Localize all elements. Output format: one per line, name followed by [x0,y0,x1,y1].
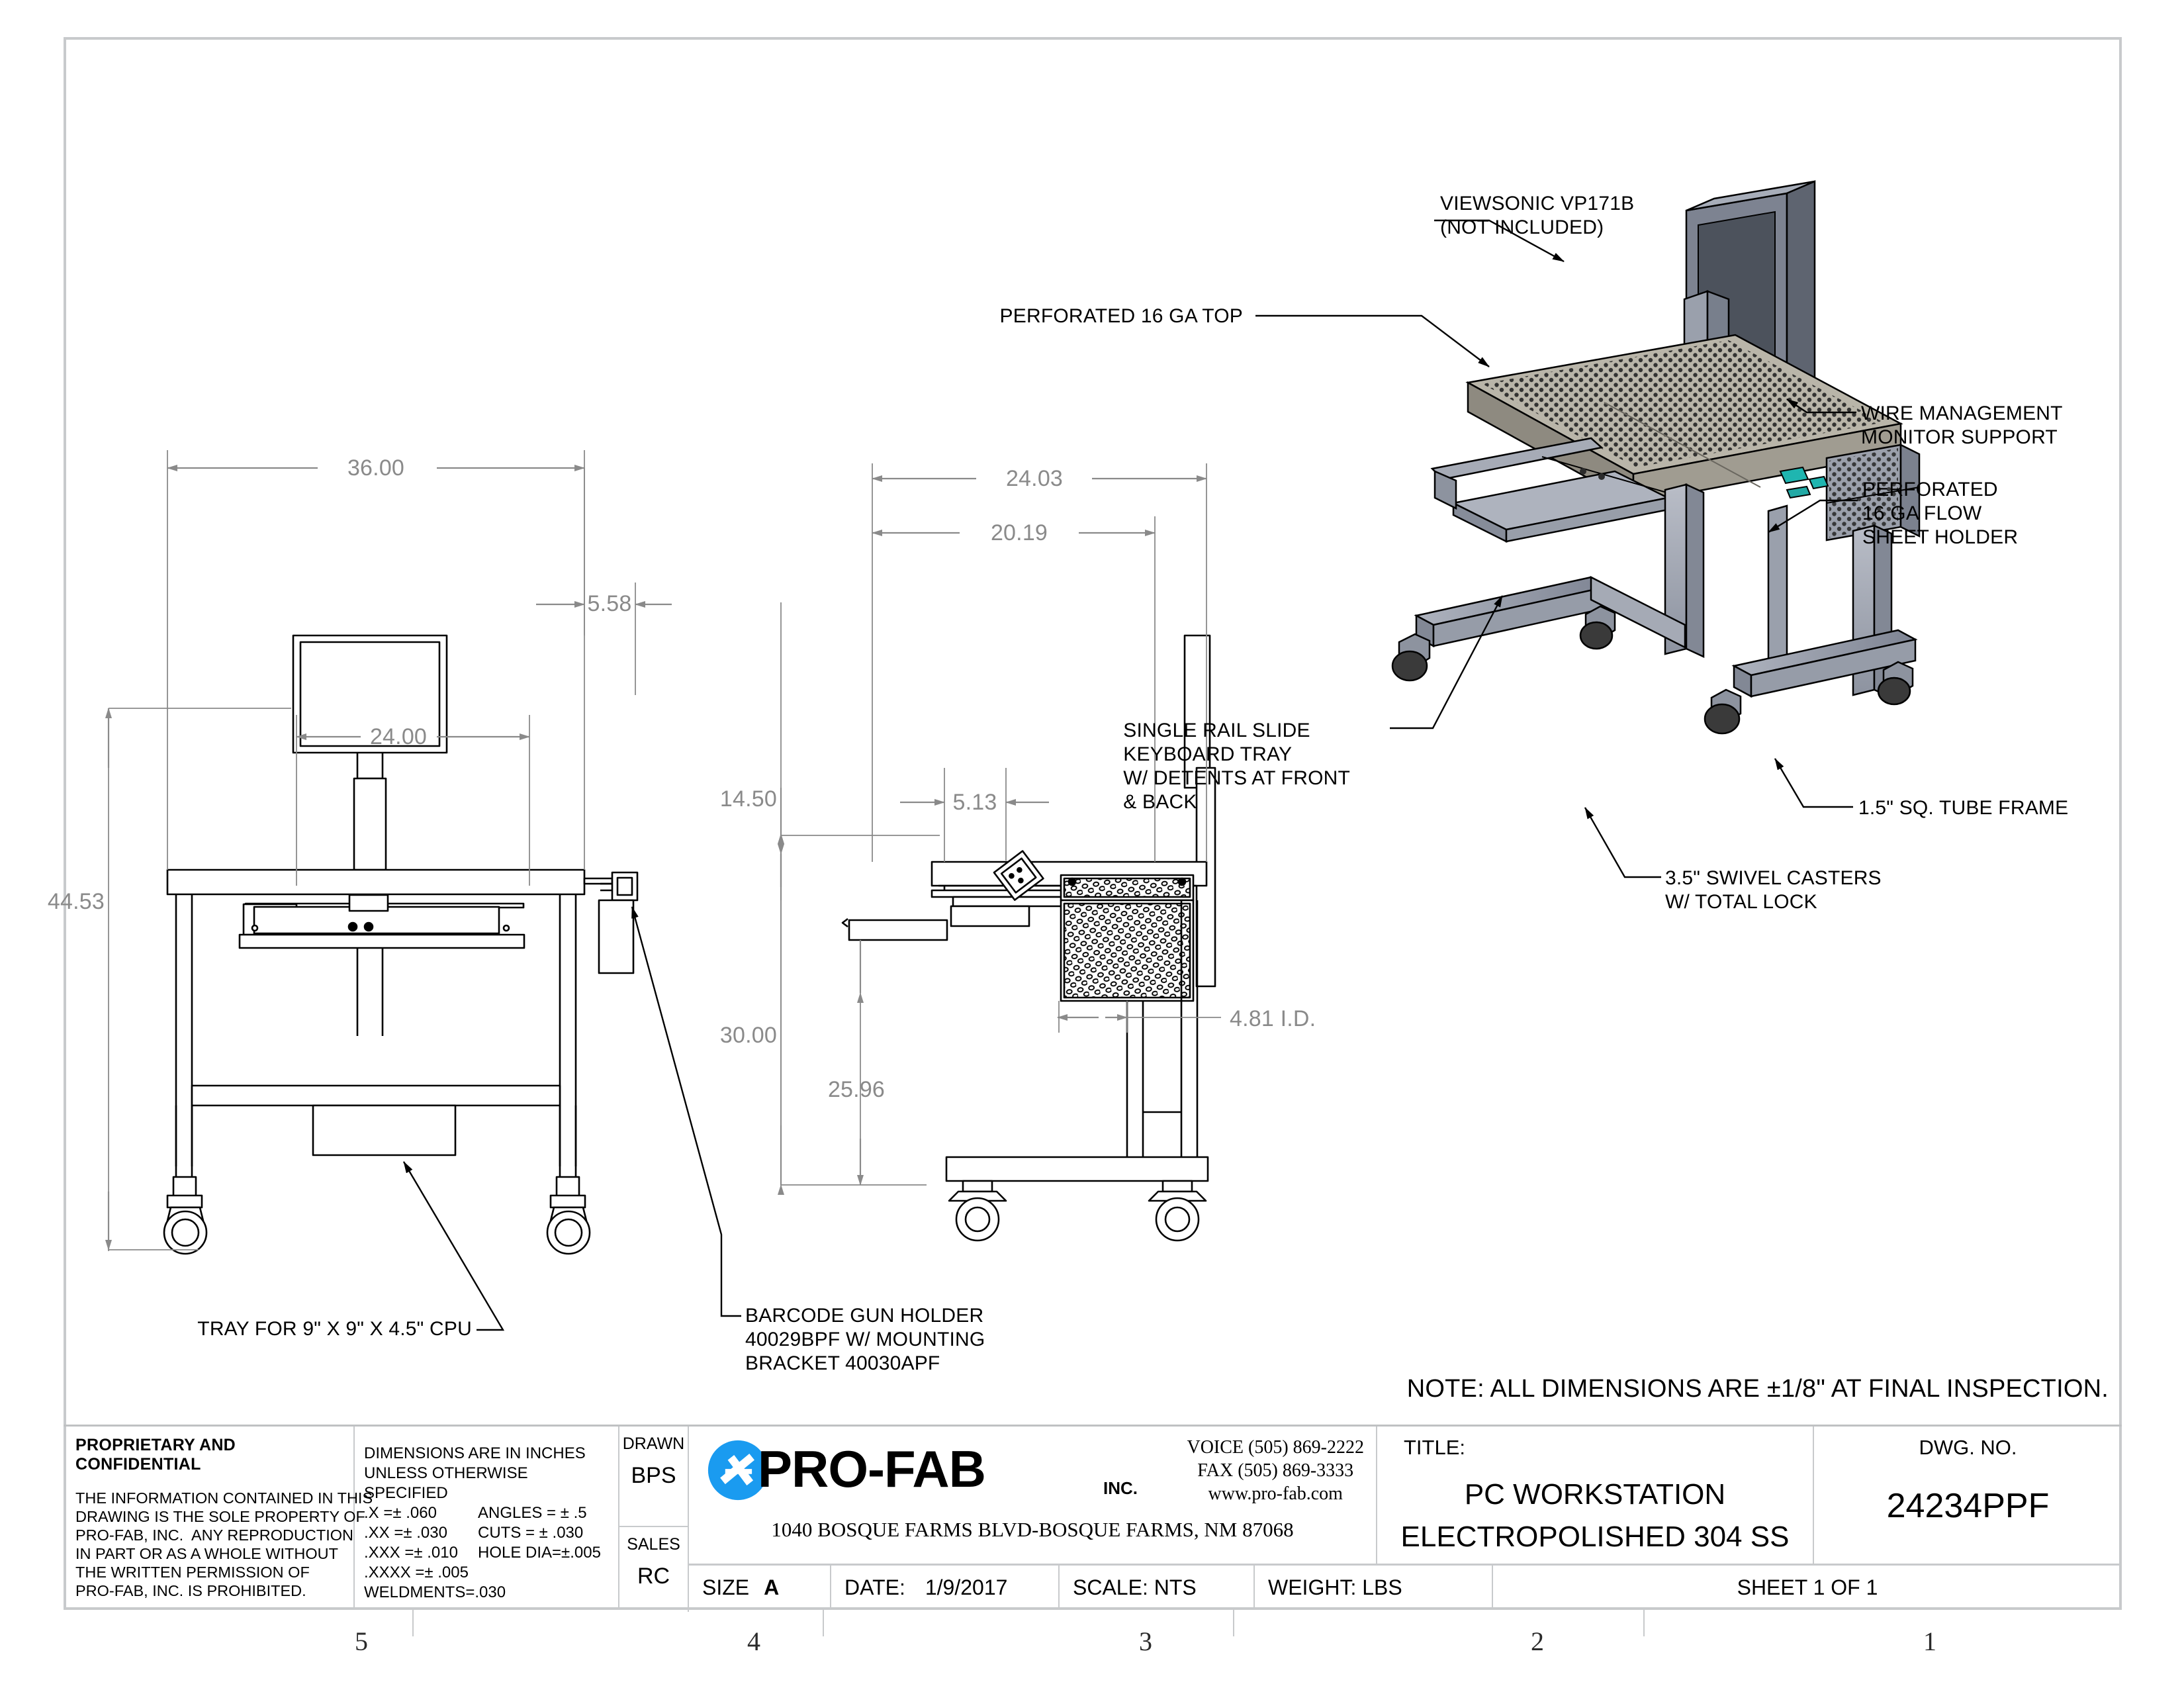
annotation-flow-sheet-holder: PERFORATED 16 GA FLOW SHEET HOLDER [1862,479,2019,548]
annotation-tube-frame: 1.5" SQ. TUBE FRAME [1858,797,2069,819]
dimension-monitor-width: 24.00 [369,724,428,749]
tolerance-line1: DIMENSIONS ARE IN INCHES [364,1444,586,1462]
tolerance-spec: WELDMENTS=.030 [364,1583,506,1601]
drawn-cell: DRAWN BPS [619,1427,689,1527]
tolerance-row: .XXXX =± .005 [364,1563,612,1583]
tolerance-spec-alt: HOLE DIA=±.005 [478,1544,601,1562]
profab-logo-text: PRO-FAB [758,1440,986,1498]
company-contact: VOICE (505) 869-2222 FAX (505) 869-3333 … [1187,1436,1364,1505]
date-value: 1/9/2017 [925,1575,1008,1599]
size-label: SIZE [702,1575,750,1599]
annotation-barcode-holder: BARCODE GUN HOLDER 40029BPF W/ MOUNTING … [745,1305,985,1374]
isometric-view [1391,180,1921,735]
tolerance-row: .X =± .060 ANGLES = ± .5 [364,1503,612,1523]
tolerance-line2: UNLESS OTHERWISE SPECIFIED [364,1464,528,1502]
company-website[interactable]: www.pro-fab.com [1208,1483,1343,1504]
dimension-side-depth: 24.03 [1005,466,1064,491]
zone-label-2: 2 [1531,1626,1544,1656]
zone-label-3: 3 [1139,1626,1152,1656]
annotation-cpu-tray: TRAY FOR 9" X 9" X 4.5" CPU [197,1318,472,1340]
tolerance-row: .XX =± .030 CUTS = ± .030 [364,1523,612,1543]
dimension-bar-offset: 5.13 [952,790,997,815]
tolerance-spec: .XXX =± .010 [364,1544,458,1562]
annotation-perforated-top: PERFORATED 16 GA TOP [999,305,1243,327]
sales-label: SALES [627,1535,680,1554]
tolerance-cell: DIMENSIONS ARE IN INCHES UNLESS OTHERWIS… [355,1427,619,1610]
title-block: PROPRIETARY AND CONFIDENTIAL THE INFORMA… [64,1425,2122,1612]
size-value: A [764,1575,780,1599]
proprietary-body: THE INFORMATION CONTAINED IN THIS DRAWIN… [75,1489,373,1599]
title-label: TITLE: [1404,1436,1466,1459]
scale-cell: SCALE: NTS [1060,1564,1255,1610]
company-fax: FAX (505) 869-3333 [1197,1460,1354,1481]
dimension-tray-height: 25.96 [827,1077,886,1102]
profab-logo: PRO-FAB INC. [706,1434,1143,1509]
zone-label-4: 4 [747,1626,760,1656]
sheet-border [64,37,2122,1610]
company-voice: VOICE (505) 869-2222 [1187,1437,1364,1458]
dimension-side-top-depth: 20.19 [990,520,1048,545]
profab-logo-mark [707,1440,768,1501]
dimension-total-height: 30.00 [719,1023,777,1048]
sheet-value: SHEET 1 OF 1 [1737,1575,1878,1599]
title-line-2: ELECTROPOLISHED 304 SS [1400,1521,1790,1553]
weight-cell: WEIGHT: LBS [1255,1564,1493,1610]
tolerance-spec: .XXXX =± .005 [364,1564,469,1581]
dwg-number: 24234PPF [1886,1487,2050,1525]
tolerance-spec: .X =± .060 [364,1504,437,1522]
tolerance-spec-alt: CUTS = ± .030 [478,1524,584,1542]
company-address: 1040 BOSQUE FARMS BLVD-BOSQUE FARMS, NM … [771,1518,1294,1541]
dimension-front-offset: 5.58 [587,591,632,616]
size-cell: SIZE A [689,1564,831,1610]
zone-tick [1233,1610,1234,1636]
annotation-casters: 3.5" SWIVEL CASTERS W/ TOTAL LOCK [1665,867,1882,913]
final-inspection-note: NOTE: ALL DIMENSIONS ARE ±1/8" AT FINAL … [1406,1375,2109,1403]
sheet-cell: SHEET 1 OF 1 [1493,1564,2122,1610]
title-line-1: PC WORKSTATION [1464,1478,1726,1511]
annotation-monitor: VIEWSONIC VP171B (NOT INCLUDED) [1440,193,1635,238]
annotation-wire-management: WIRE MANAGEMENT MONITOR SUPPORT [1861,402,2063,448]
tolerance-row: WELDMENTS=.030 [364,1583,612,1603]
sales-value: RC [637,1564,670,1589]
title-cell: TITLE: PC WORKSTATION ELECTROPOLISHED 30… [1377,1427,1814,1566]
annotation-keyboard-tray: SINGLE RAIL SLIDE KEYBOARD TRAY W/ DETEN… [1123,720,1350,813]
zone-tick [1643,1610,1645,1636]
zone-label-5: 5 [355,1626,368,1656]
dimension-front-width: 36.00 [347,455,405,481]
zone-label-1: 1 [1923,1626,1936,1656]
sales-cell: SALES RC [619,1527,689,1612]
tolerance-spec: .XX =± .030 [364,1524,447,1542]
proprietary-cell: PROPRIETARY AND CONFIDENTIAL THE INFORMA… [64,1427,373,1610]
zone-tick [823,1610,824,1636]
date-label: DATE: [844,1575,905,1599]
company-cell: PRO-FAB INC. VOICE (505) 869-2222 FAX (5… [689,1427,1377,1566]
zone-tick [412,1610,414,1636]
dwg-label: DWG. NO. [1919,1436,2017,1459]
drawn-value: BPS [631,1463,676,1488]
proprietary-heading: PROPRIETARY AND CONFIDENTIAL [75,1436,236,1474]
dimension-monitor-height: 14.50 [719,786,777,812]
dimension-front-height: 44.53 [47,889,105,914]
drawing-number-cell: DWG. NO. 24234PPF [1814,1427,2122,1566]
weight-value: WEIGHT: LBS [1268,1575,1402,1599]
tolerance-row: .XXX =± .010 HOLE DIA=±.005 [364,1543,612,1563]
profab-logo-suffix: INC. [1103,1478,1138,1498]
date-cell: DATE: 1/9/2017 [831,1564,1060,1610]
scale-value: SCALE: NTS [1073,1575,1197,1599]
dimension-inner-diameter: 4.81 I.D. [1230,1006,1316,1031]
tolerance-spec-alt: ANGLES = ± .5 [478,1504,587,1522]
drawn-label: DRAWN [622,1434,685,1453]
